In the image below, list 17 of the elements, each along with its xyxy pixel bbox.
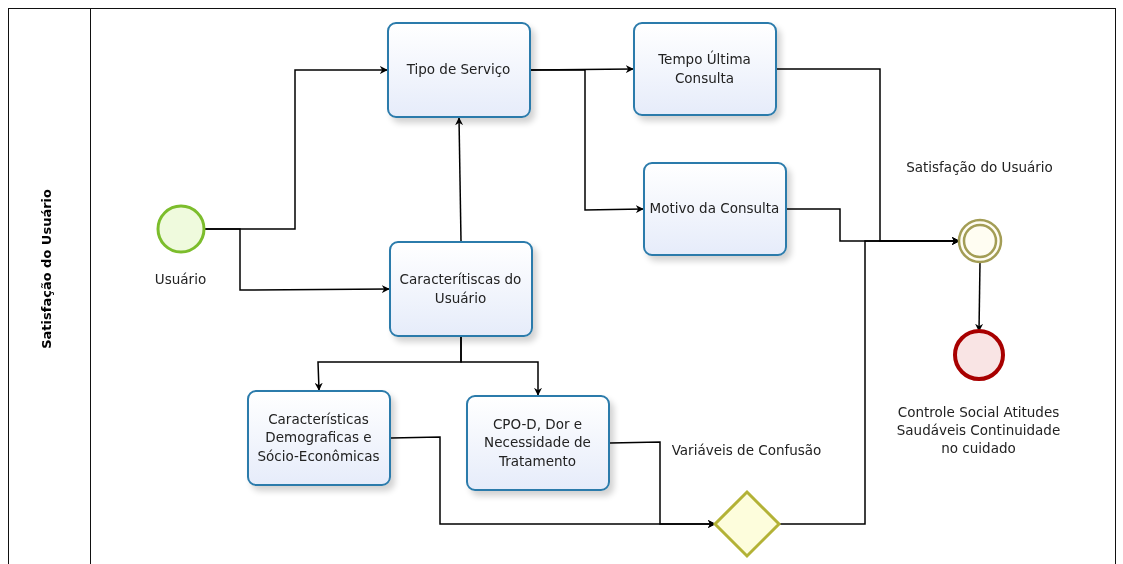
task-box: Caracterítiscas do Usuário [388, 240, 533, 337]
sequence-flow-arrow [455, 117, 464, 242]
sequence-flow-arrow [203, 228, 390, 294]
event-label: Variáveis de Confusão [671, 440, 822, 459]
sequence-flow-arrow [530, 69, 644, 214]
lane-label: Satisfação do Usuário [39, 189, 54, 349]
event-label: Controle Social Atitudes Saudáveis Continuidade no cuidado [895, 402, 1062, 458]
task-box: Motivo da Consulta [642, 161, 787, 256]
event-label: Usuário [153, 269, 208, 288]
task-box: CPO-D, Dor e Necessidade de Tratamento [465, 394, 610, 491]
task-box: Tempo Última Consulta [632, 21, 777, 116]
event-label: Satisfação do Usuário [905, 157, 1054, 176]
task-box: Características Demograficas e Sócio-Econômicas [246, 389, 391, 486]
task-box: Tipo de Serviço [386, 21, 531, 118]
sequence-flow-arrow [460, 336, 542, 396]
sequence-flow-arrow [609, 441, 716, 528]
pool-frame [8, 8, 1116, 564]
